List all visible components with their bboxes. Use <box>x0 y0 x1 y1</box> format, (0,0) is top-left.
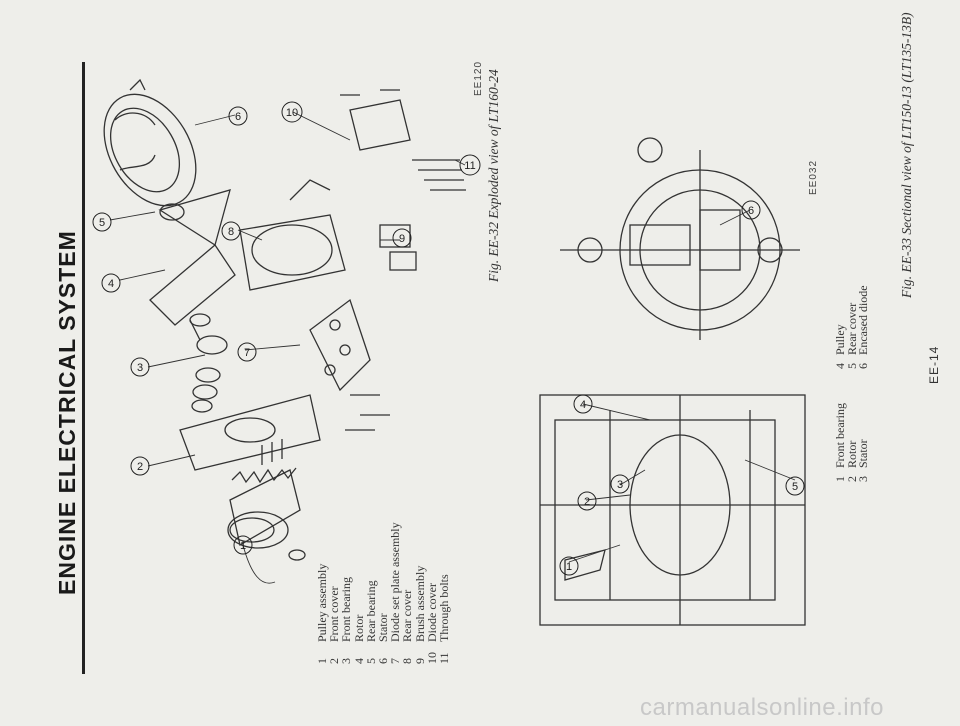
legend-label: Rear cover <box>400 589 415 642</box>
watermark: carmanualsonline.info <box>640 694 884 721</box>
legend-label: Rotor <box>351 614 366 642</box>
callout-5: 5 <box>92 212 112 232</box>
svg-text:2: 2 <box>137 461 143 473</box>
callout-11: 11 <box>459 154 481 176</box>
page-number: EE-14 <box>927 345 941 384</box>
callout-8: 8 <box>221 221 241 241</box>
callout-2: 2 <box>130 456 150 476</box>
header-rule <box>82 62 85 674</box>
callout-s1: 1 <box>559 556 579 576</box>
svg-text:3: 3 <box>617 479 623 491</box>
bearing-drawing <box>189 313 228 413</box>
legend-row: 11 Through bolts <box>437 522 452 664</box>
legend-row: 9 Brush assembly <box>412 522 427 664</box>
legend-number: 9 <box>412 658 427 664</box>
svg-text:6: 6 <box>235 111 241 123</box>
callout-3: 3 <box>130 357 150 377</box>
legend-label: Through bolts <box>437 574 452 642</box>
callout-s4: 4 <box>573 394 593 414</box>
svg-text:11: 11 <box>464 160 475 172</box>
legend-label: Encased diode <box>856 285 871 355</box>
legend-number: 3 <box>856 476 871 482</box>
brush-assembly-drawing <box>340 89 417 271</box>
callout-4: 4 <box>101 273 121 293</box>
callout-s2: 2 <box>577 491 597 511</box>
callout-s3: 3 <box>610 474 630 494</box>
legend-label: Brush assembly <box>412 565 427 642</box>
figure2-code: EE032 <box>808 159 819 195</box>
callout-6: 6 <box>228 106 248 126</box>
legend-number: 3 <box>339 658 354 664</box>
svg-text:4: 4 <box>108 278 114 290</box>
svg-text:1: 1 <box>566 561 572 573</box>
legend-number: 4 <box>351 658 366 664</box>
figure1-code: EE120 <box>473 60 484 96</box>
callout-7: 7 <box>237 342 257 362</box>
svg-text:6: 6 <box>748 205 754 217</box>
svg-text:5: 5 <box>99 217 105 229</box>
front-cover-drawing <box>179 394 321 471</box>
pulley-drawing <box>227 467 306 561</box>
callout-s5: 5 <box>785 476 805 496</box>
callout-1: 1 <box>233 535 253 555</box>
svg-text:9: 9 <box>399 233 405 245</box>
rotor-drawing <box>149 189 236 341</box>
figure2-caption: Fig. EE-33 Sectional view of LT150-13 (L… <box>899 12 914 298</box>
callout-9: 9 <box>392 228 412 248</box>
legend-number: 6 <box>856 363 871 369</box>
legend-row: 3 Stator <box>856 403 871 482</box>
through-bolts-drawing <box>412 159 466 191</box>
legend-label: Stator <box>856 439 871 468</box>
svg-text:5: 5 <box>792 481 798 493</box>
legend-number: 11 <box>437 652 452 664</box>
callout-s6: 6 <box>741 200 761 220</box>
legend-row: 4 Rotor <box>351 522 366 664</box>
stator-drawing <box>103 78 197 207</box>
legend-number: 8 <box>400 658 415 664</box>
figure1-caption: Fig. EE-32 Exploded view of LT160-24 <box>486 69 501 282</box>
sectional-view-drawing <box>539 394 806 626</box>
svg-text:4: 4 <box>580 399 586 411</box>
svg-text:7: 7 <box>244 347 250 359</box>
callout-10: 10 <box>281 101 303 123</box>
legend-label: Front bearing <box>339 577 354 642</box>
legend-row: 3 Front bearing <box>339 522 354 664</box>
svg-text:10: 10 <box>286 107 298 119</box>
rear-face-drawing <box>560 137 800 340</box>
svg-text:3: 3 <box>137 362 143 374</box>
svg-text:2: 2 <box>584 496 590 508</box>
diode-plate-drawing <box>309 298 390 431</box>
legend-row: 8 Rear cover <box>400 522 415 664</box>
rear-cover-drawing <box>239 179 346 291</box>
svg-text:1: 1 <box>240 540 246 552</box>
legend-row: 6 Encased diode <box>856 285 871 369</box>
svg-text:8: 8 <box>228 226 234 238</box>
